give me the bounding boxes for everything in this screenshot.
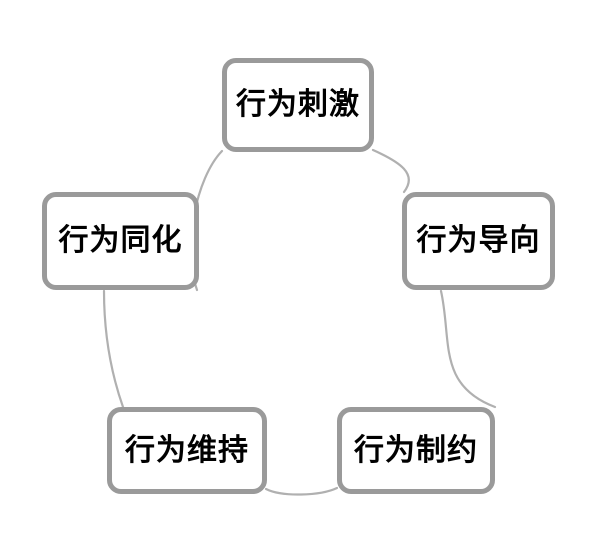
cycle-node-left-label: 行为同化 [58, 223, 183, 258]
connector-right-to-bottomright [439, 289, 497, 409]
connector-bottomright-to-bottomleft [264, 486, 339, 496]
cycle-node-bottom-left[interactable]: 行为维持 [107, 407, 267, 494]
cycle-node-bottom-right[interactable]: 行为制约 [337, 407, 495, 494]
cycle-node-top-label: 行为刺激 [236, 87, 360, 122]
cycle-node-right-label: 行为导向 [416, 223, 541, 258]
cycle-node-top[interactable]: 行为刺激 [222, 58, 374, 152]
cycle-node-left[interactable]: 行为同化 [42, 192, 199, 290]
connector-bottomleft-to-left [102, 289, 125, 409]
connector-top-to-right [371, 148, 410, 194]
cycle-node-bottom-right-label: 行为制约 [354, 432, 478, 468]
cycle-node-bottom-left-label: 行为维持 [125, 432, 249, 468]
cycle-node-right[interactable]: 行为导向 [402, 192, 555, 290]
